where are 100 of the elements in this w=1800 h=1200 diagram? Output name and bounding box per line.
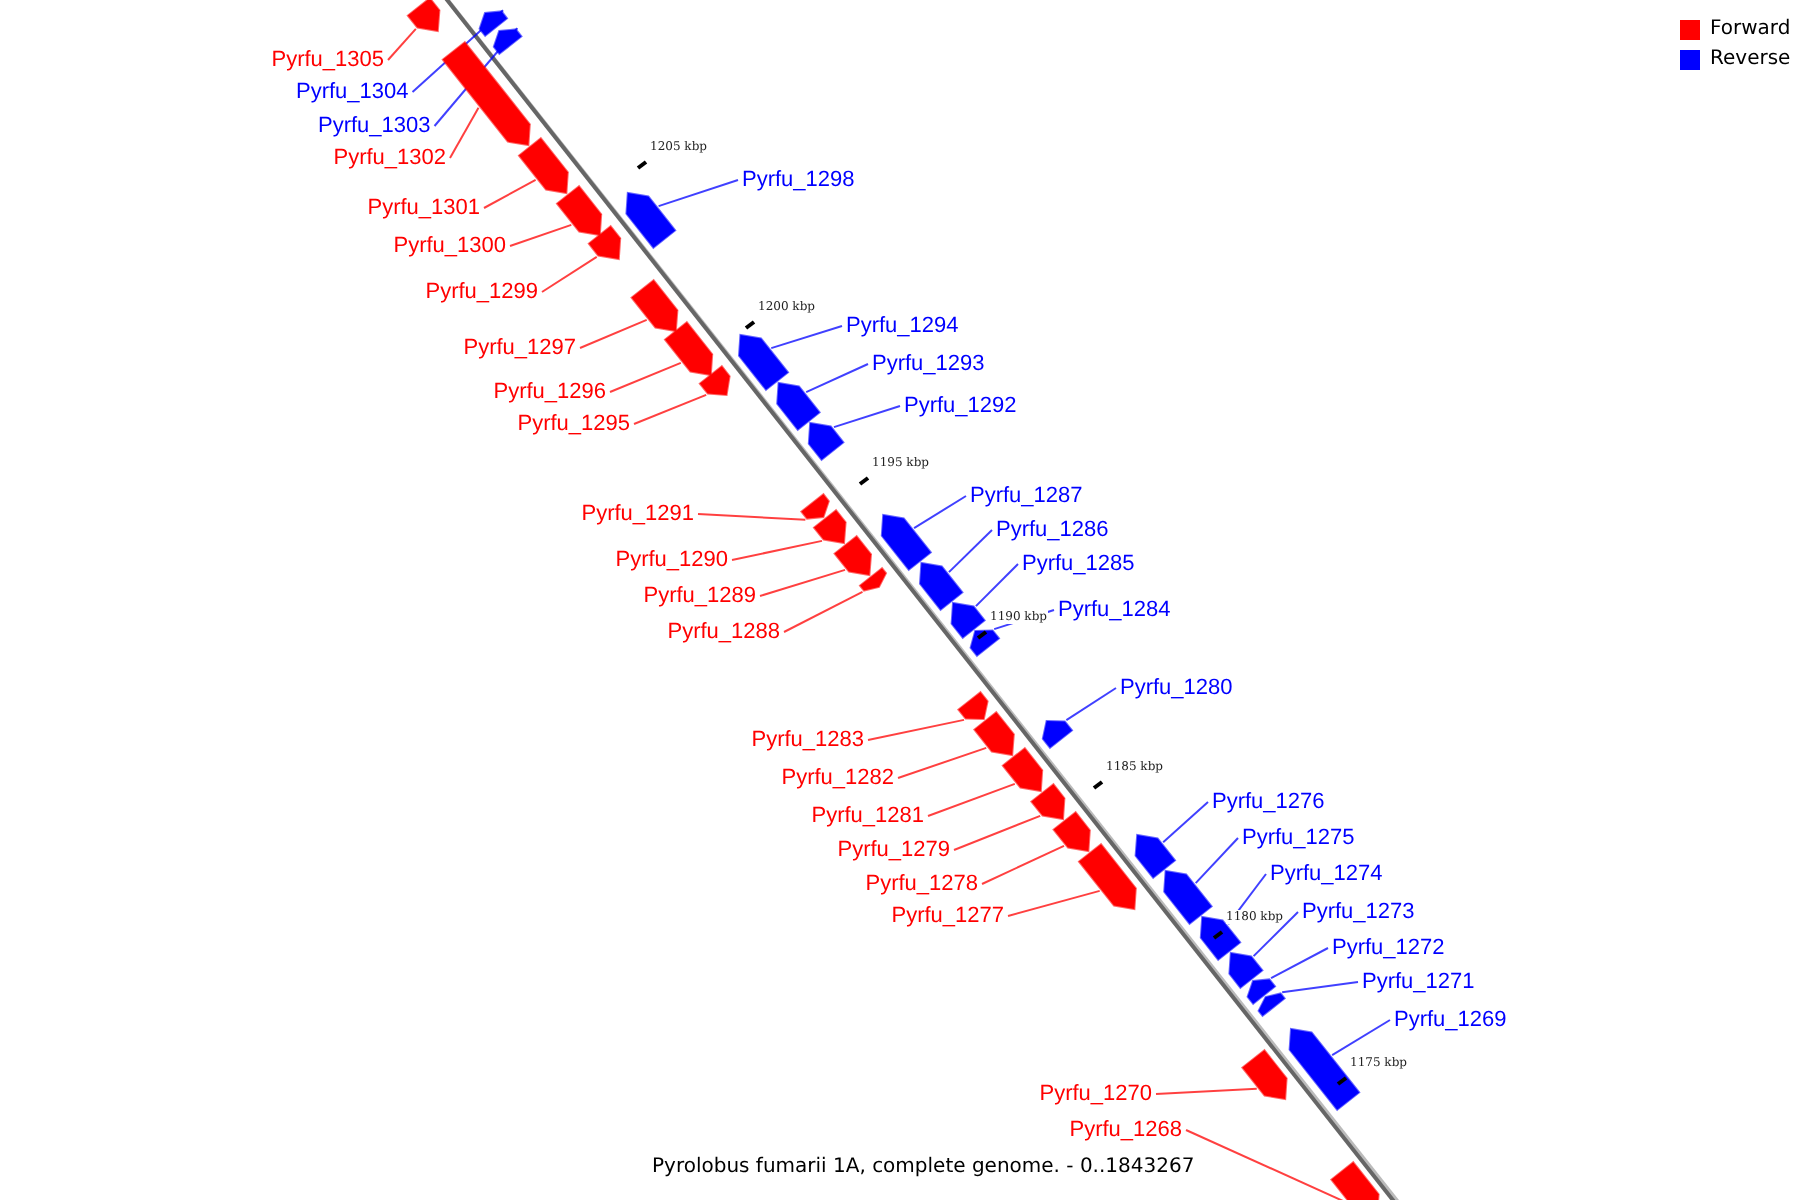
gene-label: Pyrfu_1281	[811, 803, 924, 829]
gene-block	[800, 492, 830, 520]
gene-label: Pyrfu_1288	[667, 619, 780, 645]
leader-line	[759, 568, 847, 597]
leader-line	[832, 405, 901, 429]
gene-label: Pyrfu_1289	[643, 583, 756, 609]
leader-line	[770, 325, 843, 350]
gene-label: Pyrfu_1271	[1362, 969, 1475, 995]
legend-label: Forward	[1710, 18, 1791, 42]
gene-label: Pyrfu_1277	[891, 903, 1004, 929]
gene-label: Pyrfu_1297	[463, 335, 576, 361]
gene-label: Pyrfu_1268	[1069, 1117, 1182, 1143]
gene-label: Pyrfu_1270	[1039, 1081, 1152, 1107]
gene-block	[1052, 810, 1091, 853]
caption: Pyrolobus fumarii 1A, complete genome. - 0..1843267	[652, 1156, 1195, 1180]
leader-line	[1281, 981, 1359, 994]
gene-label: Pyrfu_1294	[846, 313, 959, 339]
leader-line	[1065, 687, 1117, 722]
gene-block	[918, 561, 964, 612]
leader-line	[633, 393, 708, 425]
gene-block	[1041, 720, 1074, 750]
gene-block	[555, 184, 603, 237]
leader-line	[867, 718, 966, 741]
gene-label: Pyrfu_1302	[333, 145, 446, 171]
leader-line	[483, 178, 537, 209]
leader-line	[1007, 889, 1101, 917]
gene-block	[973, 710, 1015, 757]
gene-block	[957, 690, 989, 720]
gene-label: Pyrfu_1296	[493, 379, 606, 405]
gene-label: Pyrfu_1285	[1022, 551, 1135, 577]
leader-line	[1155, 1087, 1258, 1095]
gene-block	[1001, 746, 1044, 793]
leader-line	[449, 106, 480, 159]
leader-line	[805, 363, 869, 394]
gene-block	[737, 333, 790, 392]
gene-label: Pyrfu_1279	[837, 837, 950, 863]
gene-label: Pyrfu_1283	[751, 727, 864, 753]
gene-block	[1246, 978, 1277, 1006]
gene-label: Pyrfu_1273	[1302, 899, 1415, 925]
gene-block	[969, 629, 1001, 658]
leader-line	[387, 27, 417, 61]
gene-block	[858, 566, 888, 592]
leader-line	[609, 361, 682, 393]
gene-block	[492, 28, 523, 56]
gene-block	[1163, 869, 1213, 926]
gene-block	[406, 0, 441, 33]
gene-label: Pyrfu_1278	[865, 871, 978, 897]
leader-line	[1270, 947, 1329, 980]
gene-block	[517, 136, 569, 195]
gene-block	[880, 513, 933, 572]
gene-block	[1077, 842, 1137, 911]
leader-line	[541, 255, 598, 293]
gene-label: Pyrfu_1274	[1270, 861, 1383, 887]
gene-block	[1228, 951, 1264, 990]
gene-label: Pyrfu_1305	[271, 47, 384, 73]
gene-label: Pyrfu_1272	[1332, 935, 1445, 961]
gene-block	[625, 191, 677, 250]
gene-block	[950, 601, 986, 640]
leader-line	[953, 814, 1042, 851]
gene-label: Pyrfu_1293	[872, 351, 985, 377]
leader-line	[731, 539, 823, 561]
leader-line	[783, 590, 864, 633]
gene-block	[1330, 1160, 1380, 1200]
gene-label: Pyrfu_1286	[996, 517, 1109, 543]
leader-line	[1252, 911, 1299, 958]
leader-line	[947, 529, 993, 574]
gene-block	[1257, 992, 1286, 1018]
gene-label: Pyrfu_1304	[296, 79, 409, 105]
leader-line	[927, 782, 1016, 817]
gene-label: Pyrfu_1295	[517, 411, 630, 437]
gene-label: Pyrfu_1269	[1394, 1007, 1507, 1033]
gene-block	[663, 320, 714, 377]
gene-block	[587, 224, 622, 261]
gene-block	[698, 364, 731, 397]
gene-label: Pyrfu_1301	[367, 195, 480, 221]
legend-label: Reverse	[1710, 48, 1791, 72]
leader-line	[897, 746, 988, 779]
gene-label: Pyrfu_1284	[1058, 597, 1171, 623]
leader-line	[1331, 1019, 1391, 1057]
gene-block	[776, 381, 821, 432]
leader-line	[1162, 801, 1209, 844]
gene-label: Pyrfu_1287	[970, 483, 1083, 509]
leader-line	[981, 844, 1065, 885]
leader-line	[974, 563, 1019, 608]
leader-line	[697, 513, 807, 521]
leader-line	[657, 179, 739, 208]
leader-line	[1194, 837, 1239, 885]
gene-label: Pyrfu_1299	[425, 279, 538, 305]
gene-block	[807, 421, 845, 462]
gene-label: Pyrfu_1280	[1120, 675, 1233, 701]
gene-label: Pyrfu_1282	[781, 765, 894, 791]
leader-line	[579, 318, 648, 349]
gene-label: Pyrfu_1298	[742, 167, 855, 193]
gene-label: Pyrfu_1275	[1242, 825, 1355, 851]
gene-label: Pyrfu_1292	[904, 393, 1017, 419]
gene-label: Pyrfu_1291	[581, 501, 694, 527]
gene-label: Pyrfu_1290	[615, 547, 728, 573]
gene-block	[833, 534, 873, 577]
gene-block	[630, 278, 679, 333]
leader-line	[509, 223, 573, 247]
